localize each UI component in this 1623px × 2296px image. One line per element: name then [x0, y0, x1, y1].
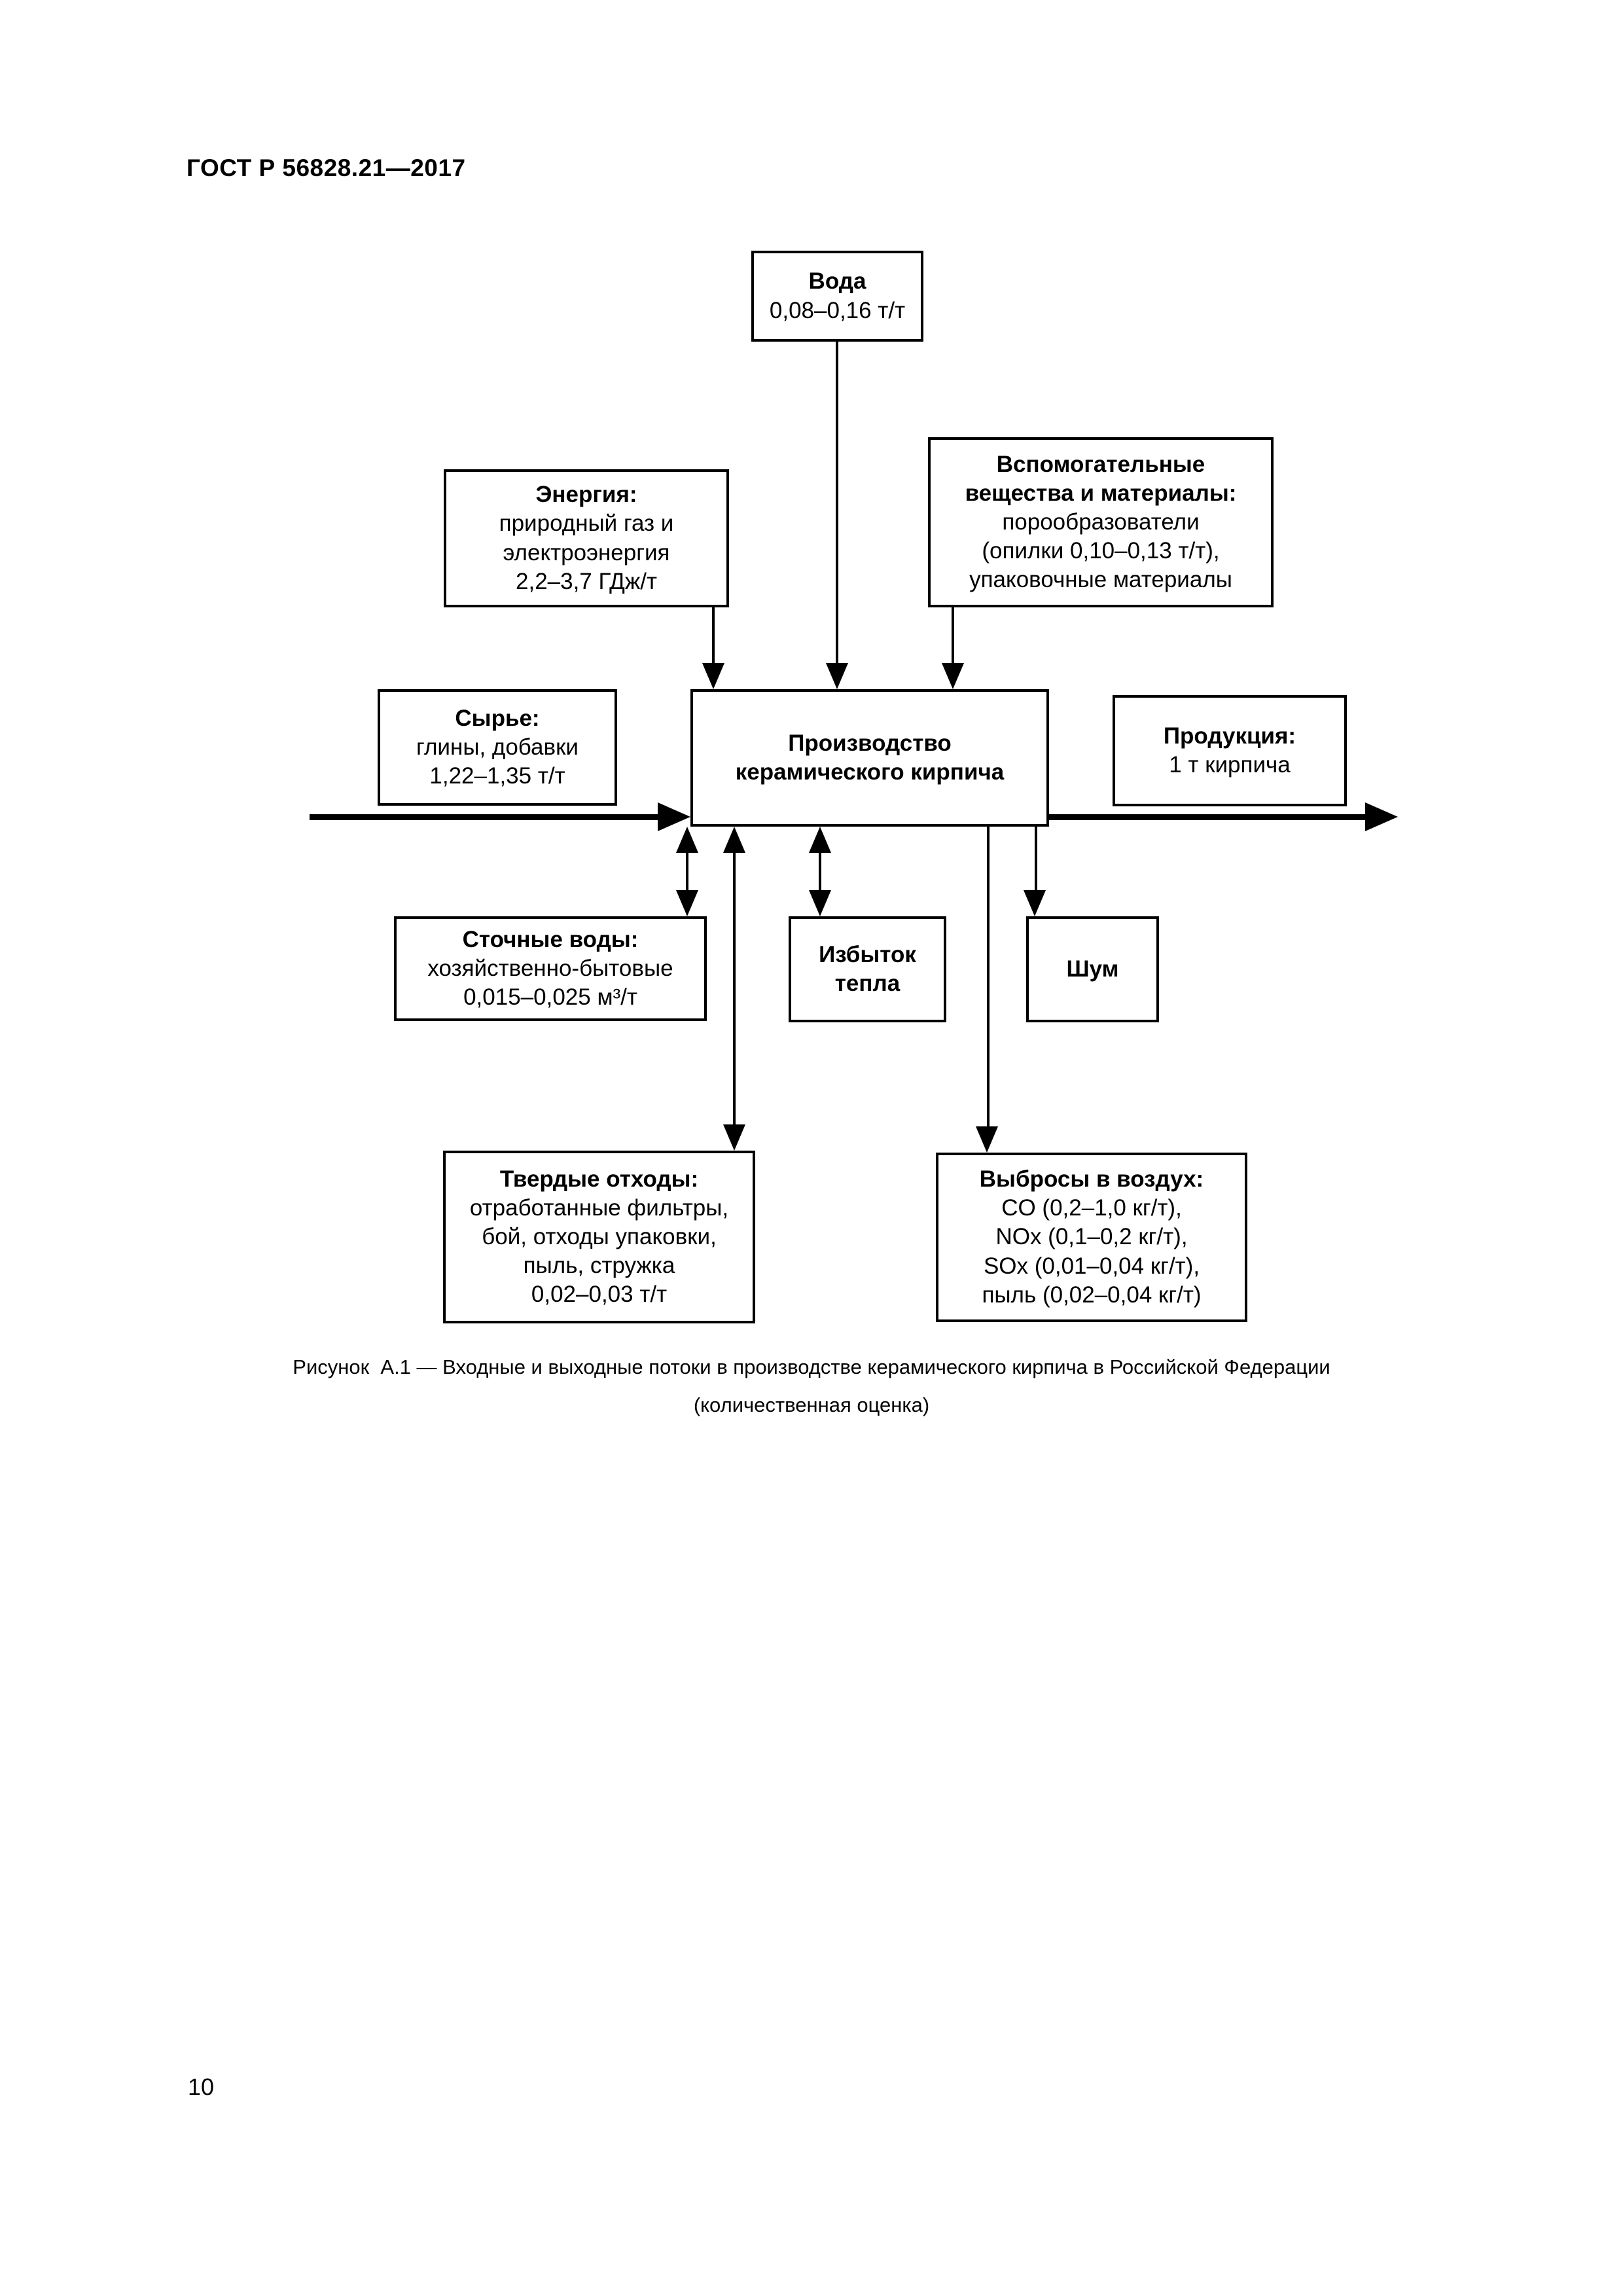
arrowhead-down-icon	[809, 890, 831, 916]
node-solid-waste-value: 0,02–0,03 т/т	[531, 1282, 668, 1308]
node-raw-value: 1,22–1,35 т/т	[429, 763, 565, 789]
node-raw-line: глины, добавки	[416, 734, 579, 760]
node-air-emissions-line: CO (0,2–1,0 кг/т),	[1001, 1195, 1182, 1221]
arrowhead-down-icon	[1024, 890, 1046, 916]
arrow-line	[987, 827, 990, 1128]
node-auxiliary-title: вещества и материалы:	[965, 480, 1237, 506]
arrowhead-up-icon	[676, 827, 698, 853]
node-water-value: 0,08–0,16 т/т	[769, 297, 906, 323]
arrowhead-down-icon	[723, 1124, 745, 1151]
node-excess-heat-title: тепла	[834, 971, 901, 996]
node-raw-materials: Сырье: глины, добавки 1,22–1,35 т/т	[378, 689, 617, 806]
node-energy-value: 2,2–3,7 ГДж/т	[516, 568, 657, 594]
node-excess-heat-title: Избыток	[819, 941, 916, 967]
node-auxiliary-materials: Вспомогательные вещества и материалы: по…	[928, 437, 1274, 607]
arrowhead-down-icon	[826, 663, 848, 689]
arrow-line	[819, 850, 821, 892]
node-wastewater-value: 0,015–0,025 м³/т	[463, 984, 637, 1011]
node-noise: Шум	[1026, 916, 1159, 1022]
node-water-title: Вода	[808, 268, 866, 295]
arrow-line	[733, 850, 736, 1127]
node-air-emissions-line: SOx (0,01–0,04 кг/т),	[983, 1253, 1200, 1279]
node-energy-title: Энергия:	[535, 482, 637, 508]
node-product-value: 1 т кирпича	[1169, 752, 1291, 778]
node-auxiliary-line: упаковочные материалы	[969, 567, 1232, 593]
node-solid-waste-line: пыль, стружка	[523, 1253, 675, 1279]
node-auxiliary-title: Вспомогательные	[996, 451, 1205, 477]
node-air-emissions-line: пыль (0,02–0,04 кг/т)	[982, 1282, 1202, 1308]
node-raw-title: Сырье:	[455, 705, 540, 731]
node-air-emissions: Выбросы в воздух: CO (0,2–1,0 кг/т), NOx…	[936, 1153, 1247, 1322]
arrow-line	[310, 814, 659, 820]
node-energy-line: природный газ и	[499, 511, 674, 537]
arrow-line	[1035, 827, 1037, 892]
arrow-line	[686, 850, 688, 892]
node-noise-title: Шум	[1066, 956, 1119, 982]
node-production: Производство керамического кирпича	[690, 689, 1049, 827]
node-wastewater-line: хозяйственно-бытовые	[427, 955, 673, 981]
arrowhead-up-icon	[809, 827, 831, 853]
arrowhead-down-icon	[702, 663, 724, 689]
node-production-title: керамического кирпича	[735, 759, 1005, 785]
arrow-line	[836, 342, 838, 663]
node-auxiliary-line: порообразователи	[1002, 509, 1200, 535]
node-auxiliary-line: (опилки 0,10–0,13 т/т),	[982, 538, 1220, 564]
node-product-title: Продукция:	[1163, 723, 1296, 749]
arrowhead-down-icon	[976, 1126, 998, 1153]
node-energy: Энергия: природный газ и электроэнергия …	[444, 469, 729, 607]
node-wastewater-title: Сточные воды:	[462, 926, 639, 952]
arrowhead-right-icon	[1365, 802, 1398, 831]
node-solid-waste: Твердые отходы: отработанные фильтры, бо…	[443, 1151, 755, 1323]
arrowhead-right-icon	[658, 802, 690, 831]
arrowhead-down-icon	[942, 663, 964, 689]
node-solid-waste-line: бой, отходы упаковки,	[482, 1223, 717, 1249]
arrow-line	[952, 607, 954, 663]
node-excess-heat: Избыток тепла	[789, 916, 946, 1022]
node-product: Продукция: 1 т кирпича	[1113, 695, 1347, 806]
arrowhead-down-icon	[676, 890, 698, 916]
page-number: 10	[188, 2073, 215, 2100]
figure-caption-line2: (количественная оценка)	[693, 1393, 930, 1416]
arrow-line	[712, 607, 715, 663]
document-header: ГОСТ Р 56828.21—2017	[187, 154, 466, 181]
node-wastewater: Сточные воды: хозяйственно-бытовые 0,015…	[394, 916, 707, 1021]
arrow-line	[1048, 814, 1366, 820]
node-air-emissions-title: Выбросы в воздух:	[979, 1166, 1204, 1193]
figure-caption-line1: Рисунок А.1 — Входные и выходные потоки …	[293, 1355, 1330, 1378]
node-solid-waste-title: Твердые отходы:	[499, 1166, 699, 1192]
arrowhead-up-icon	[723, 827, 745, 853]
node-production-title: Производство	[788, 730, 952, 756]
node-energy-line: электроэнергия	[503, 539, 670, 565]
node-solid-waste-line: отработанные фильтры,	[469, 1194, 729, 1221]
node-water: Вода 0,08–0,16 т/т	[751, 251, 923, 342]
node-air-emissions-line: NOx (0,1–0,2 кг/т),	[995, 1224, 1188, 1250]
